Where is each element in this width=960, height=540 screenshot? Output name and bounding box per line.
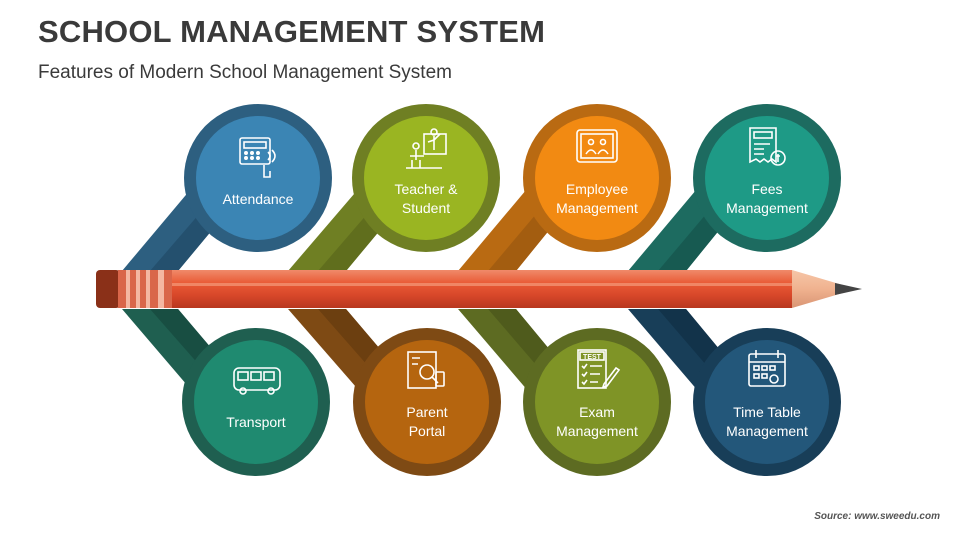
pencil-lead	[835, 283, 862, 295]
fee-receipt-icon	[749, 127, 786, 166]
feature-attendance[interactable]: Attendance	[184, 104, 332, 252]
label-attendance-1: Attendance	[223, 191, 294, 207]
feature-transport[interactable]: Transport	[182, 328, 330, 476]
feature-teacher-student[interactable]: Teacher & Student	[352, 104, 500, 252]
label-parent-2: Portal	[409, 423, 446, 439]
fingerprint-attendance-icon	[239, 137, 276, 178]
employee-tablet-icon	[576, 129, 618, 163]
pencil-body	[172, 270, 792, 308]
feature-parent-portal[interactable]: Parent Portal	[353, 328, 501, 476]
test-paper-icon: TEST	[577, 349, 621, 389]
feature-timetable-management[interactable]: Time Table Management	[693, 328, 841, 476]
feature-fees-management[interactable]: Fees Management	[693, 104, 841, 252]
svg-text:TEST: TEST	[583, 354, 602, 361]
label-transport-1: Transport	[226, 414, 286, 430]
label-employee-1: Employee	[566, 181, 628, 197]
label-teacher-2: Student	[402, 200, 450, 216]
label-parent-1: Parent	[406, 404, 447, 420]
label-fees-2: Management	[726, 200, 808, 216]
calendar-icon	[748, 350, 786, 387]
label-exam-2: Management	[556, 423, 638, 439]
feature-exam-management[interactable]: TEST Exam Management	[523, 328, 671, 476]
label-employee-2: Management	[556, 200, 638, 216]
label-exam-1: Exam	[579, 404, 615, 420]
label-timetable-1: Time Table	[733, 404, 801, 420]
pencil-eraser	[96, 270, 120, 308]
source-note: Source: www.sweedu.com	[814, 511, 940, 522]
pencil	[96, 270, 862, 308]
label-timetable-2: Management	[726, 423, 808, 439]
pencil-wood-tip	[792, 270, 846, 308]
teacher-student-icon	[406, 128, 447, 169]
label-teacher-1: Teacher &	[394, 181, 458, 197]
bus-icon	[233, 367, 281, 395]
page-title: SCHOOL MANAGEMENT SYSTEM	[38, 14, 546, 49]
feature-employee-management[interactable]: Employee Management	[523, 104, 671, 252]
label-fees-1: Fees	[751, 181, 782, 197]
page-subtitle: Features of Modern School Management Sys…	[38, 62, 452, 83]
parent-portal-icon	[407, 351, 445, 389]
